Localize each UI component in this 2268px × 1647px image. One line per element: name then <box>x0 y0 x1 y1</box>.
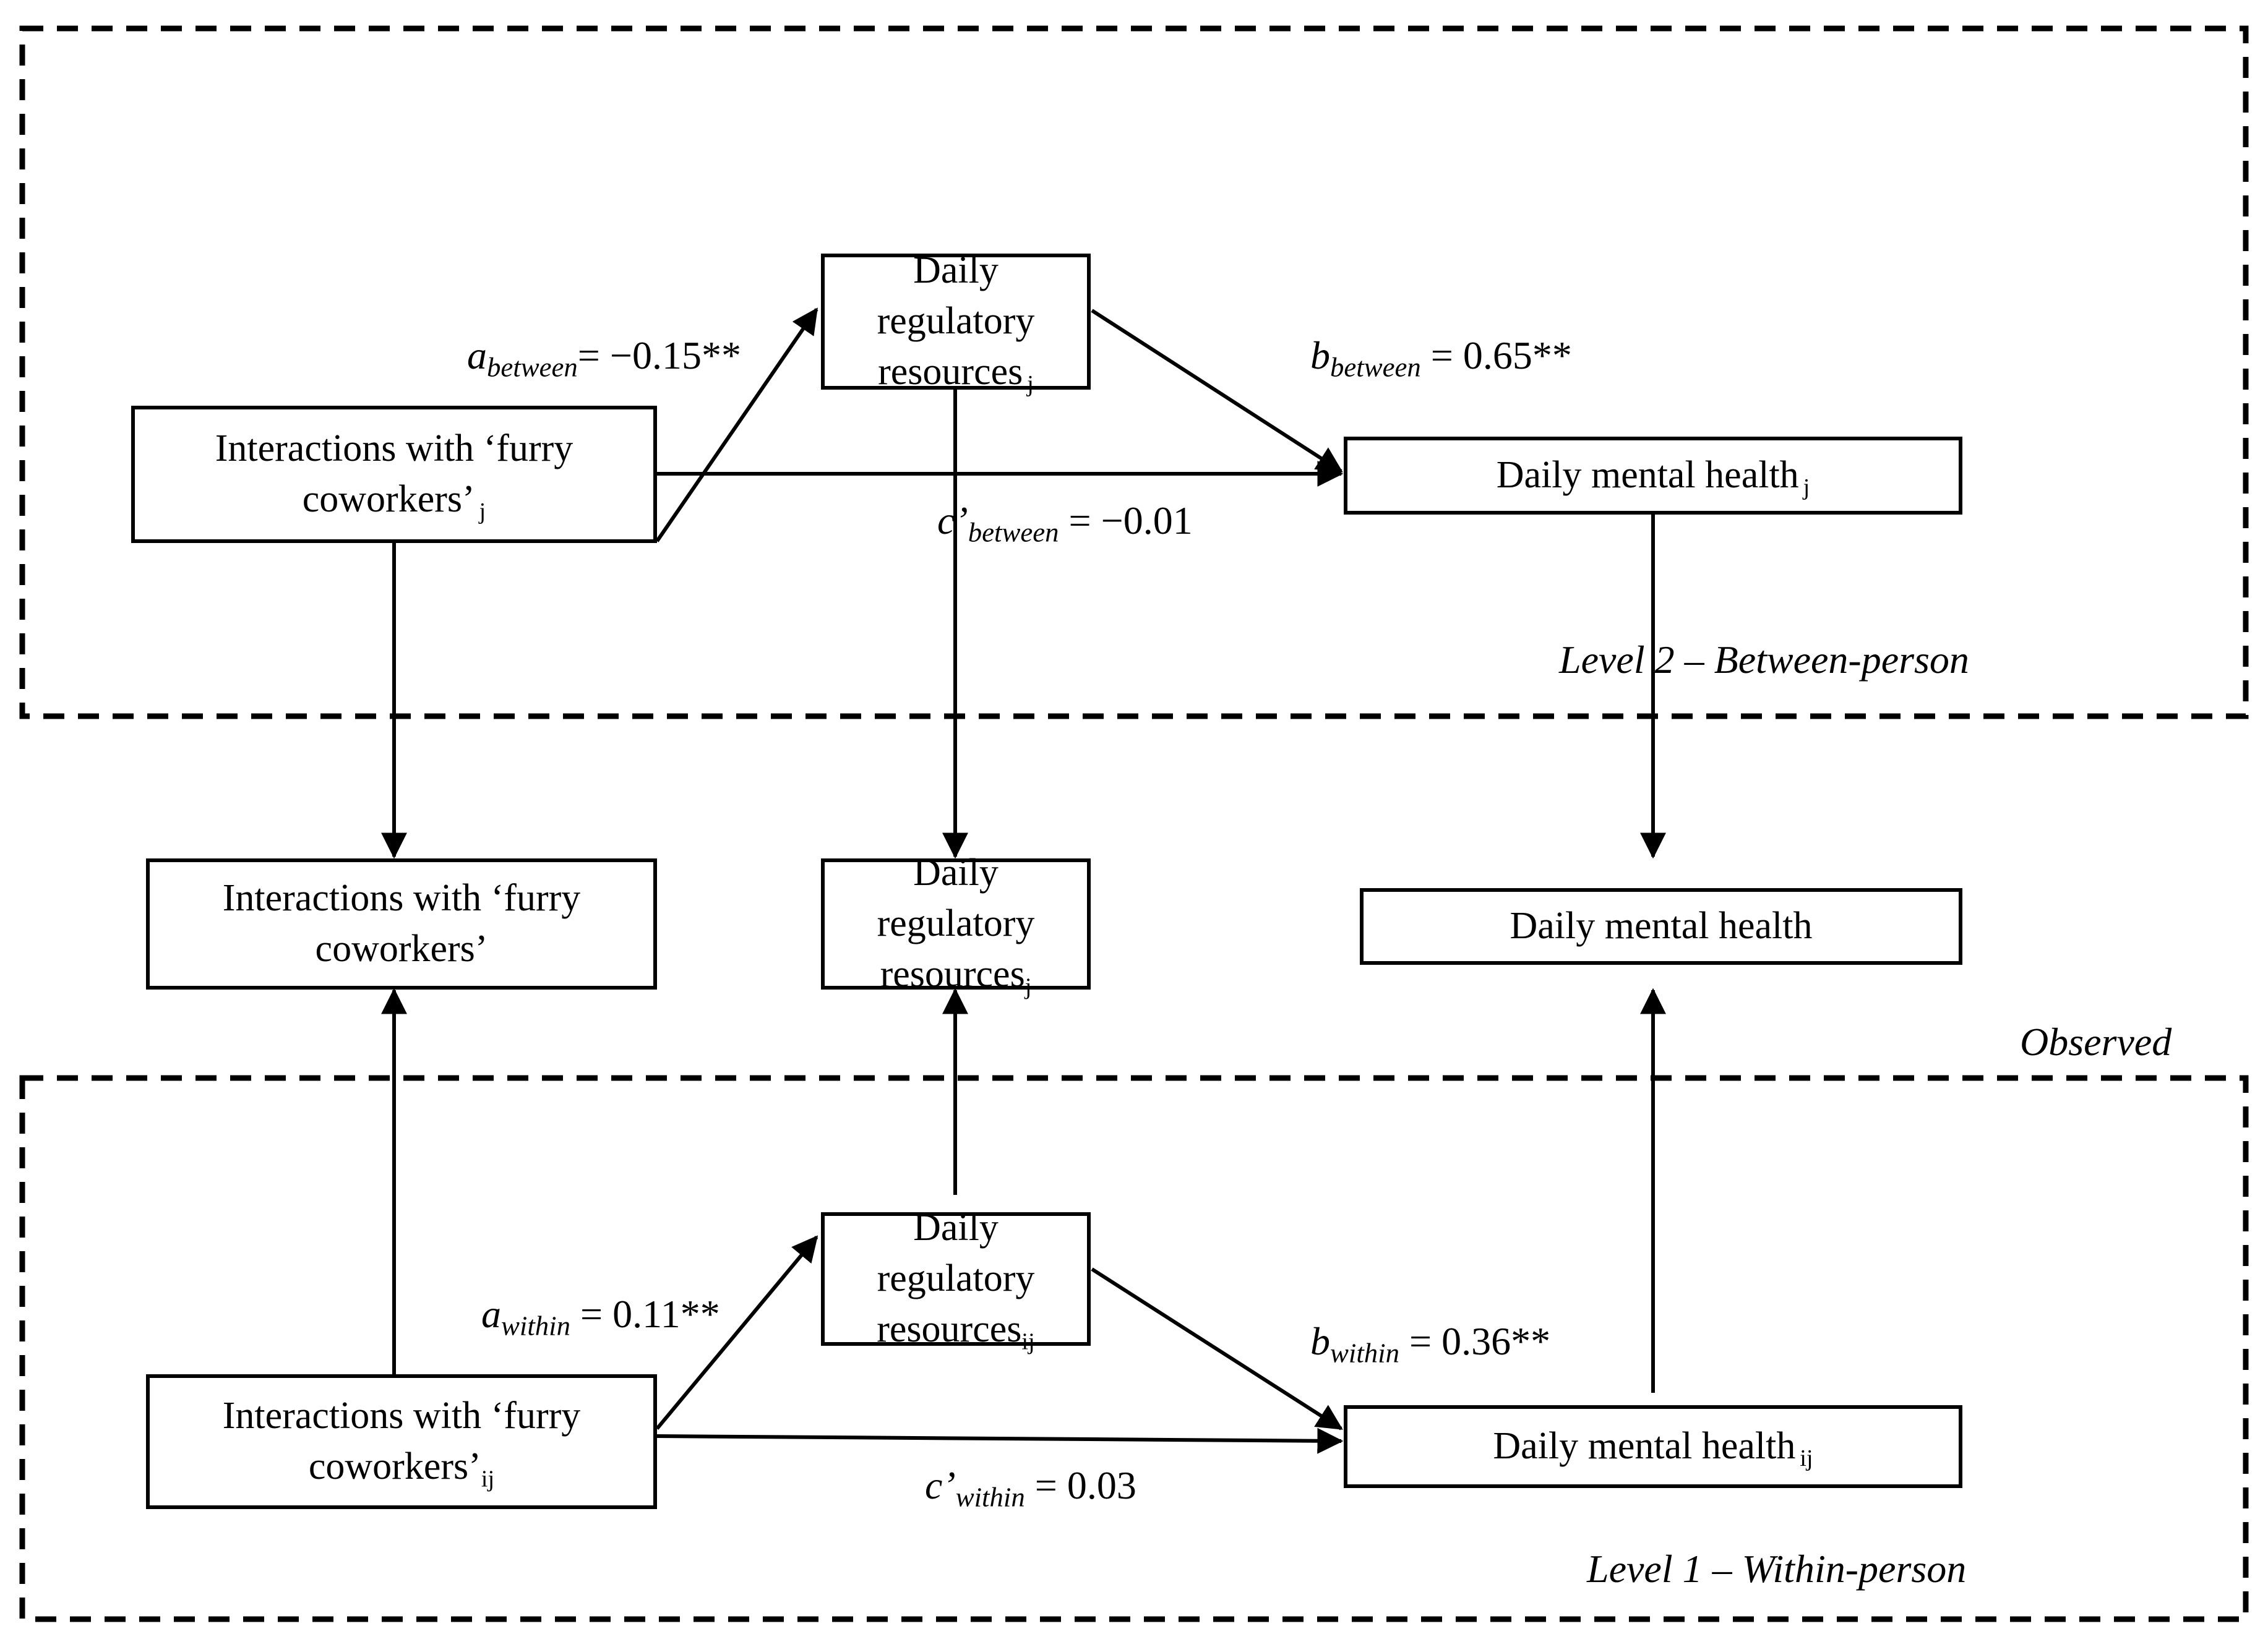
node-observed-interactions-furry-coworkers[interactable]: Interactions with ‘furry coworkers’ <box>146 858 657 990</box>
path-a-between-symbol: a <box>467 333 487 377</box>
node-l1-m-label: Daily regulatory resourcesij <box>825 1203 1087 1354</box>
path-b-between-arrow <box>1091 309 1343 473</box>
path-label-c-within: c’within = 0.03 <box>925 1463 1136 1513</box>
node-obs-m-line2: resources <box>880 952 1025 995</box>
panel-label-level1: Level 1 – Within-person <box>1587 1547 1967 1591</box>
path-b-within-value: = 0.36** <box>1409 1319 1551 1363</box>
node-l2-x-label: Interactions with ‘furry coworkers’j <box>209 424 579 525</box>
path-c-within-arrow <box>656 1427 1344 1454</box>
node-obs-m-line1: Daily regulatory <box>877 852 1035 945</box>
node-l2-x-subscript: j <box>479 498 486 525</box>
node-l2-x-line2: coworkers’ <box>302 478 475 520</box>
path-label-a-within: awithin = 0.11** <box>481 1291 720 1342</box>
node-l1-m-line1: Daily regulatory <box>877 1207 1035 1300</box>
node-l2-m-subscript: j <box>1027 371 1034 398</box>
path-c-within-symbol: c’ <box>925 1463 956 1507</box>
path-label-c-between: c’between = −0.01 <box>937 498 1193 549</box>
node-l1-x-subscript: ij <box>481 1466 495 1492</box>
path-c-within-value: = 0.03 <box>1034 1463 1136 1507</box>
path-c-within-subscript: within <box>955 1481 1025 1513</box>
node-l1-daily-regulatory-resources[interactable]: Daily regulatory resourcesij <box>821 1207 1091 1353</box>
node-l2-m-line1: Daily regulatory <box>877 249 1035 343</box>
path-c-between-value: = −0.01 <box>1068 498 1193 542</box>
node-l2-y-subscript: j <box>1803 474 1810 501</box>
node-obs-x-label: Interactions with ‘furry coworkers’ <box>217 873 586 975</box>
path-a-within-subscript: within <box>501 1310 571 1341</box>
node-l2-y-line1: Daily mental health <box>1496 454 1799 497</box>
node-l1-x-line2: coworkers’ <box>308 1445 481 1487</box>
node-obs-x-line2: coworkers’ <box>315 928 488 970</box>
path-a-within-symbol: a <box>481 1292 501 1336</box>
path-b-between-value: = 0.65** <box>1430 333 1572 377</box>
panel-label-observed: Observed <box>2020 1020 2172 1064</box>
path-b-within-arrow <box>1091 1267 1343 1431</box>
path-label-a-between: abetween= −0.15** <box>467 333 741 383</box>
path-b-between-symbol: b <box>1310 333 1330 377</box>
path-c-between-subscript: between <box>968 516 1059 548</box>
node-observed-daily-regulatory-resources[interactable]: Daily regulatory resourcesj <box>821 852 1091 998</box>
node-l1-y-line1: Daily mental health <box>1493 1425 1796 1468</box>
node-observed-daily-mental-health[interactable]: Daily mental health <box>1360 888 1962 965</box>
path-a-between-subscript: between <box>487 351 578 383</box>
node-l1-interactions-furry-coworkers[interactable]: Interactions with ‘furry coworkers’ij <box>146 1374 657 1509</box>
path-a-within-value: = 0.11** <box>580 1292 720 1336</box>
path-b-within-symbol: b <box>1310 1319 1330 1363</box>
path-b-within-subscript: within <box>1330 1337 1400 1369</box>
path-label-b-between: bbetween = 0.65** <box>1310 333 1572 383</box>
node-l1-x-label: Interactions with ‘furry coworkers’ij <box>217 1391 586 1492</box>
level2-panel-border <box>19 25 2249 719</box>
level1-panel-border <box>19 1075 2249 1622</box>
node-l1-m-line2: resources <box>877 1307 1022 1350</box>
path-b-between-subscript: between <box>1330 351 1421 383</box>
node-obs-m-subscript: j <box>1024 973 1032 1000</box>
node-l1-y-subscript: ij <box>1800 1445 1813 1472</box>
node-obs-x-line1: Interactions with ‘furry <box>222 877 581 920</box>
node-l1-x-line1: Interactions with ‘furry <box>222 1395 581 1437</box>
node-l2-x-line1: Interactions with ‘furry <box>215 427 573 470</box>
node-obs-m-label: Daily regulatory resourcesj <box>825 848 1087 999</box>
path-a-between-value: = −0.15** <box>577 333 741 377</box>
node-l1-m-subscript: ij <box>1021 1328 1035 1355</box>
path-c-between-symbol: c’ <box>937 498 968 542</box>
node-l2-interactions-furry-coworkers[interactable]: Interactions with ‘furry coworkers’j <box>131 406 657 543</box>
node-l2-m-line2: resources <box>878 350 1023 393</box>
panel-label-level2: Level 2 – Between-person <box>1559 638 1969 682</box>
node-obs-y-label: Daily mental health <box>1504 901 1819 952</box>
path-label-b-within: bwithin = 0.36** <box>1310 1319 1550 1369</box>
node-obs-y-line1: Daily mental health <box>1510 905 1813 948</box>
